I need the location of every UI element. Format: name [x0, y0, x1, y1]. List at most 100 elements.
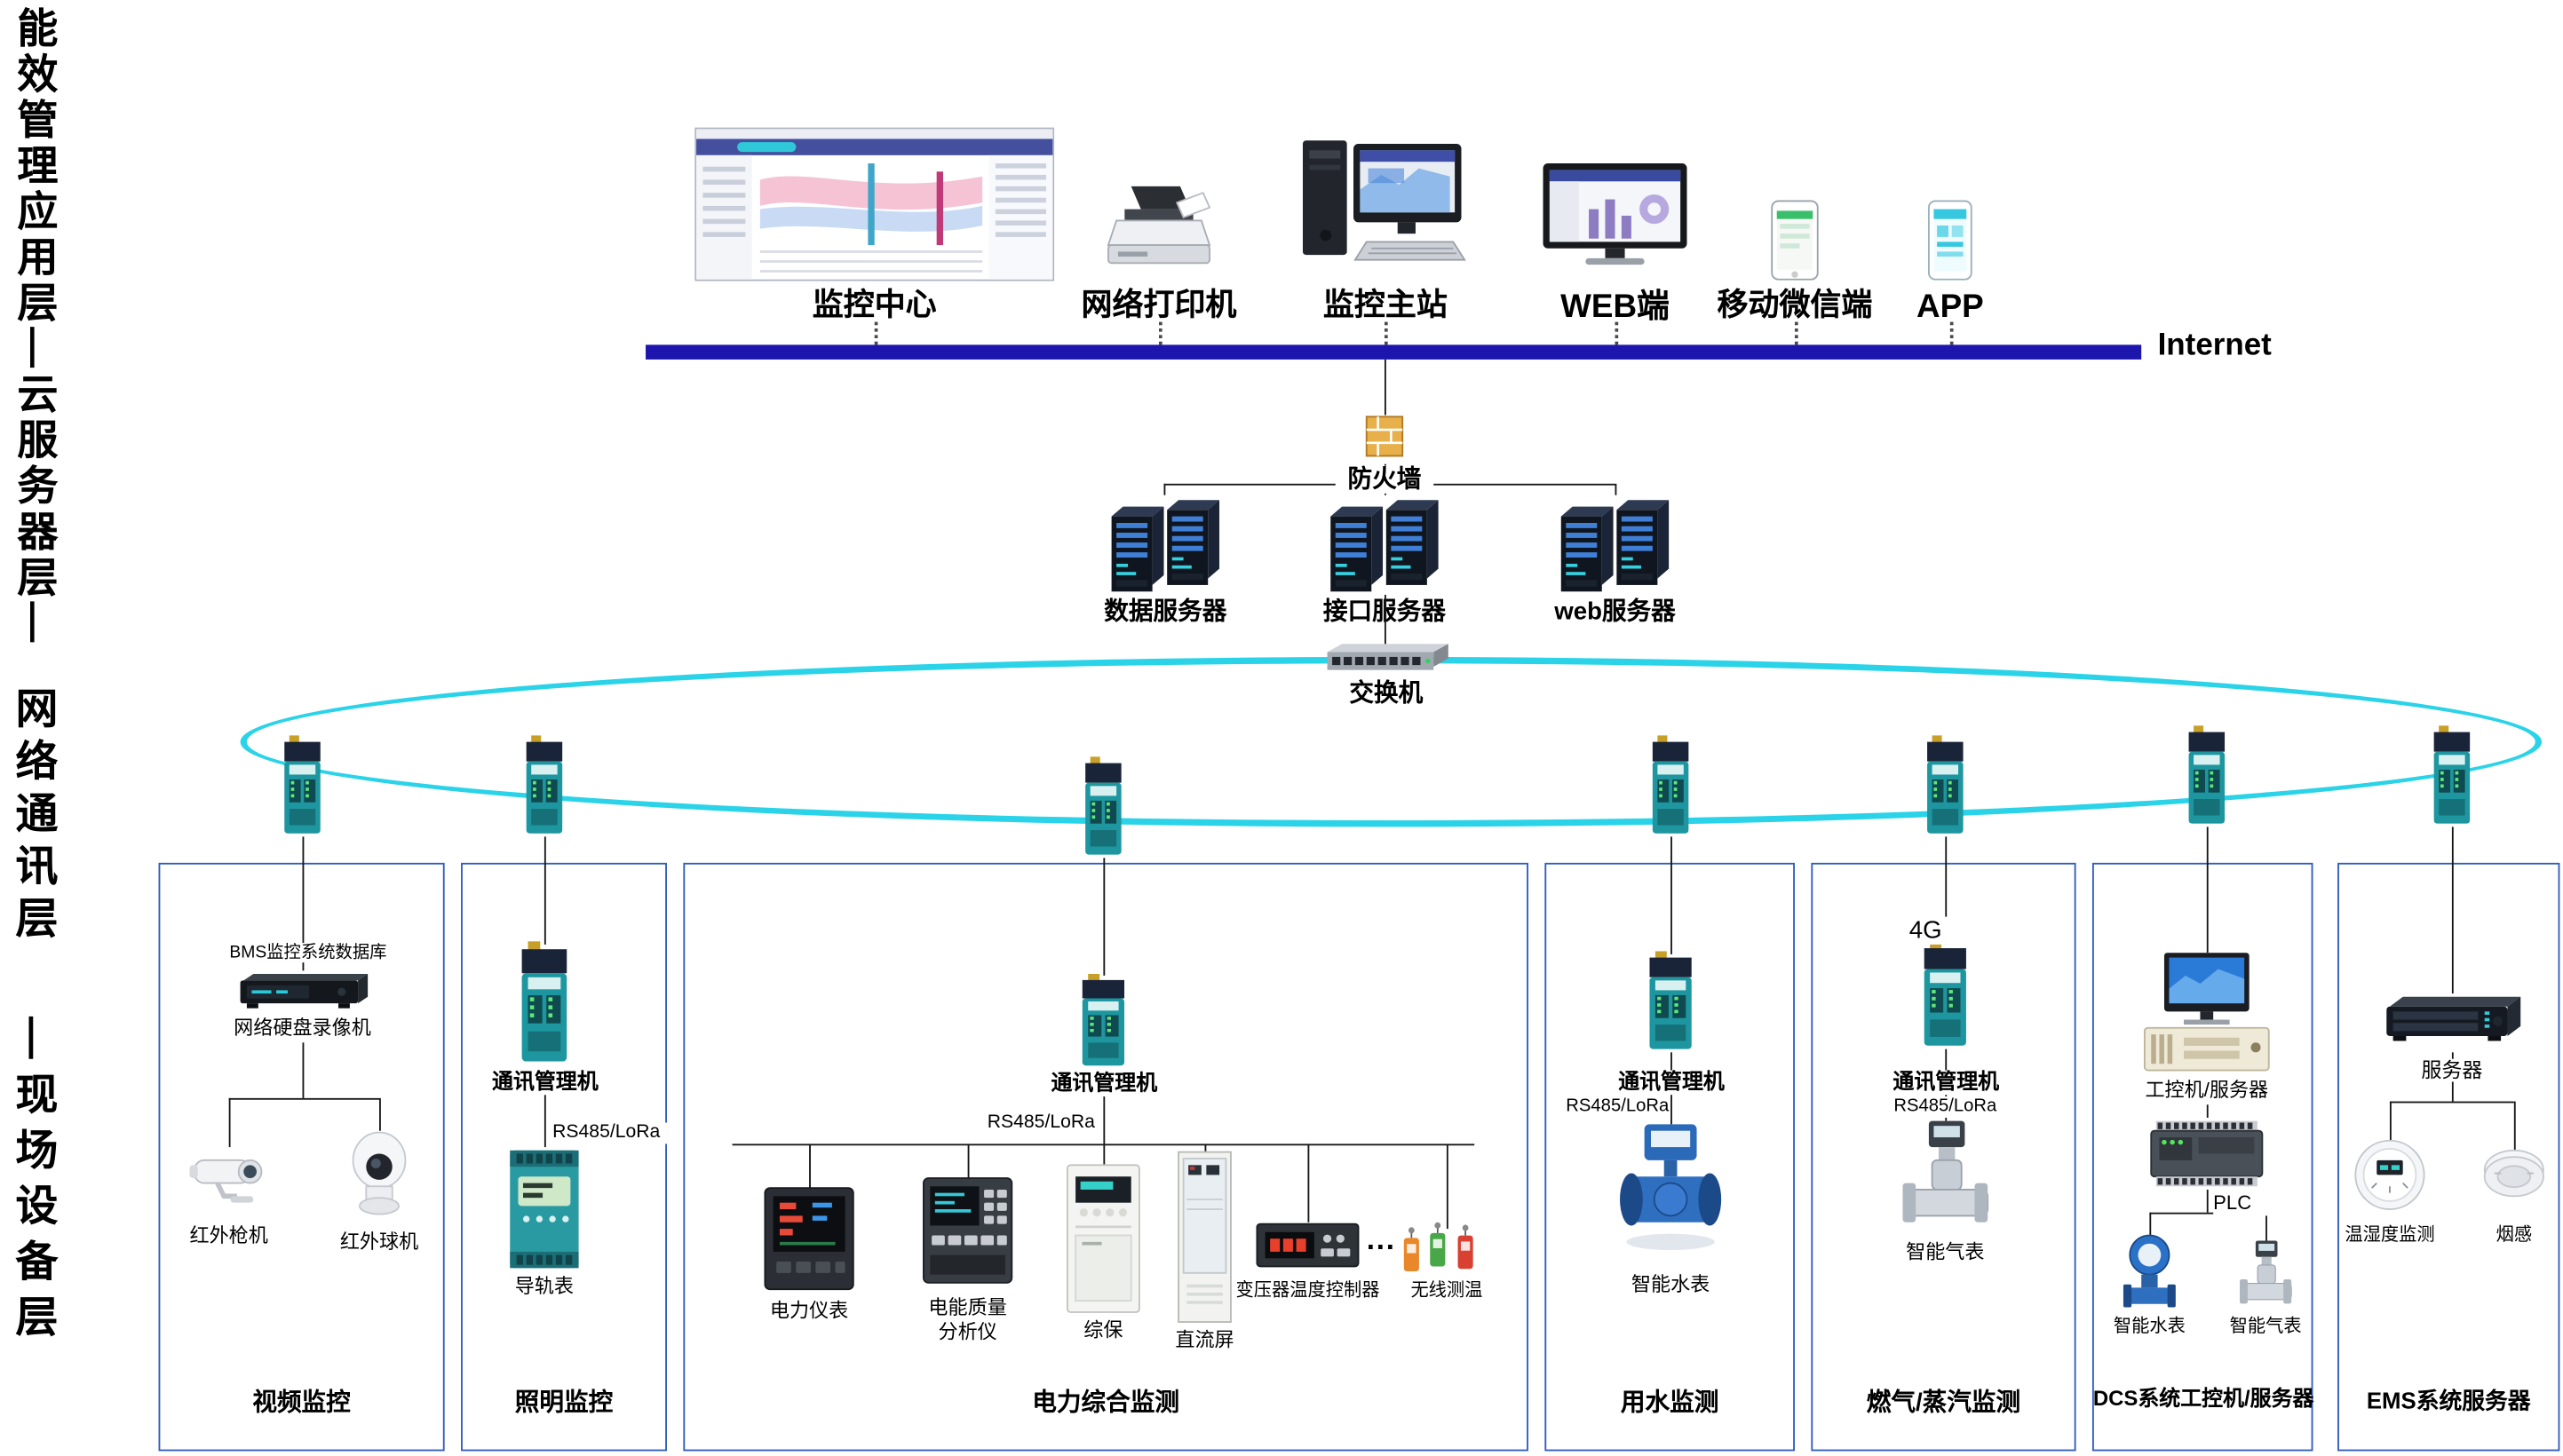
- smoke-detector-label: 烟感: [2496, 1225, 2533, 1246]
- connector-line: [228, 1097, 380, 1100]
- connector-line: [379, 1097, 381, 1131]
- connector-line: [2389, 1101, 2514, 1104]
- connector-line: [1384, 321, 1388, 345]
- connector-line: [2451, 827, 2454, 994]
- monitoring-center-label: 监控中心: [812, 289, 937, 324]
- connector-line: [1945, 836, 1948, 945]
- bus-label: RS485/LoRa: [552, 1122, 671, 1144]
- comm-manager-icon: [525, 735, 564, 836]
- firewall-icon: [1361, 412, 1408, 461]
- zone-box-water: [1544, 862, 1795, 1452]
- temp-controller-icon: [1256, 1219, 1361, 1271]
- monitoring-master-icon: [1299, 134, 1471, 284]
- switch-icon: [1314, 642, 1458, 675]
- monitoring-center-screenshot-icon: [694, 127, 1055, 281]
- connector-line: [809, 1143, 811, 1190]
- comm-manager-icon: [1923, 941, 1969, 1048]
- connector-line: [1384, 594, 1386, 646]
- plc-icon: [2149, 1118, 2264, 1190]
- pq-analyzer-label2: 分析仪: [938, 1320, 997, 1343]
- temp-humidity-sensor-icon: [2353, 1137, 2428, 1215]
- ipc-server-icon: [2141, 953, 2272, 1077]
- plc-label: PLC: [2213, 1191, 2269, 1216]
- connector-line: [1446, 1143, 1448, 1230]
- ellipsis-label: ···: [1366, 1230, 1396, 1263]
- water-meter-icon: [1618, 1121, 1723, 1259]
- zone-title-ems: EMS系统服务器: [2366, 1387, 2531, 1414]
- protection-relay-icon: [1066, 1164, 1141, 1314]
- nvr-icon: [231, 970, 375, 1013]
- connector-line: [1670, 836, 1672, 954]
- power-meter-label: 电力仪表: [769, 1299, 849, 1323]
- gas-meter-label: 智能气表: [1906, 1240, 1985, 1263]
- zone-title-lighting: 照明监控: [514, 1389, 614, 1417]
- comm-manager-label: 通讯管理机: [492, 1068, 599, 1096]
- bus-label: RS485/LoRa: [1566, 1096, 1670, 1118]
- connector-line: [2149, 1212, 2266, 1215]
- web-server-icon: [1554, 494, 1675, 595]
- comm-manager-label: 通讯管理机: [1618, 1068, 1725, 1096]
- bullet-camera-label: 红外枪机: [189, 1223, 268, 1247]
- layer-label-network: 网络通讯层: [10, 686, 60, 948]
- temp-controller-label: 变压器温度控制器: [1235, 1281, 1380, 1302]
- mobile-wechat-label: 移动微信端: [1717, 289, 1873, 324]
- comm-manager-icon: [1083, 756, 1123, 858]
- water-meter-label: 智能水表: [1631, 1272, 1710, 1296]
- connector-line: [2206, 1189, 2209, 1213]
- interface-server-icon: [1324, 494, 1445, 595]
- connector-line: [1615, 321, 1619, 345]
- mobile-wechat-icon: [1770, 200, 1819, 281]
- connector-line: [2265, 1212, 2267, 1242]
- pq-analyzer-label: 电能质量: [928, 1295, 1007, 1319]
- internet-backbone-bar: [646, 344, 2142, 360]
- connector-line: [1307, 1143, 1310, 1223]
- power-meter-icon: [764, 1186, 855, 1291]
- comm-manager-icon: [2432, 725, 2472, 827]
- connector-line: [1204, 1143, 1207, 1154]
- web-server-label: web服务器: [1554, 597, 1676, 626]
- comm-manager-icon: [1081, 973, 1127, 1069]
- comm-manager-label: 通讯管理机: [1051, 1070, 1158, 1096]
- data-server-label: 数据服务器: [1104, 597, 1227, 626]
- layer-label-app-cloud: 能效管理应用层—云服务器层—: [11, 6, 58, 647]
- dc-panel-icon: [1177, 1151, 1233, 1324]
- zone-title-video: 视频监控: [252, 1389, 351, 1417]
- zone-box-lighting: [461, 862, 667, 1452]
- connector-line: [228, 1097, 231, 1148]
- dome-camera-icon: [344, 1128, 416, 1223]
- protection-relay-label: 综保: [1083, 1318, 1123, 1342]
- interface-server-label: 接口服务器: [1322, 597, 1447, 626]
- rack-server-label: 服务器: [2416, 1058, 2488, 1083]
- zone-box-ems: [2337, 862, 2560, 1452]
- zone-box-gas: [1811, 862, 2076, 1452]
- water-meter-label: 智能水表: [2113, 1317, 2186, 1337]
- gas-meter-label: 智能气表: [2229, 1317, 2302, 1337]
- wireless-temp-label: 无线测温: [1410, 1281, 1483, 1302]
- zone-box-dcs: [2091, 862, 2313, 1452]
- gas-meter-icon: [2238, 1238, 2294, 1314]
- connector-line: [1949, 321, 1954, 345]
- zone-box-video: [158, 862, 445, 1452]
- comm-manager-icon: [1647, 951, 1694, 1052]
- connector-line: [874, 321, 878, 345]
- switch-label: 交换机: [1332, 679, 1440, 708]
- nvr-label: 网络硬盘录像机: [214, 1017, 391, 1041]
- zone-title-dcs: DCS系统工控机/服务器: [2092, 1385, 2314, 1411]
- connector-line: [2389, 1101, 2392, 1141]
- comm-manager-icon: [1925, 735, 1964, 836]
- wireless-temp-sensor-icon: [1455, 1223, 1476, 1273]
- connector-line: [302, 1042, 305, 1098]
- network-printer-icon: [1105, 179, 1212, 274]
- bus-line: [732, 1143, 1475, 1146]
- connector-line: [1103, 1143, 1106, 1167]
- comm-manager-label: 通讯管理机: [1892, 1068, 2000, 1096]
- rack-server-icon: [2377, 990, 2527, 1052]
- wireless-temp-sensor-icon: [1401, 1225, 1422, 1274]
- connector-line: [1103, 858, 1106, 976]
- zone-title-water: 用水监测: [1620, 1389, 1719, 1417]
- firewall-label: 防火墙: [1335, 465, 1434, 495]
- data-server-icon: [1105, 494, 1226, 595]
- ipc-server-label: 工控机/服务器: [2132, 1079, 2281, 1104]
